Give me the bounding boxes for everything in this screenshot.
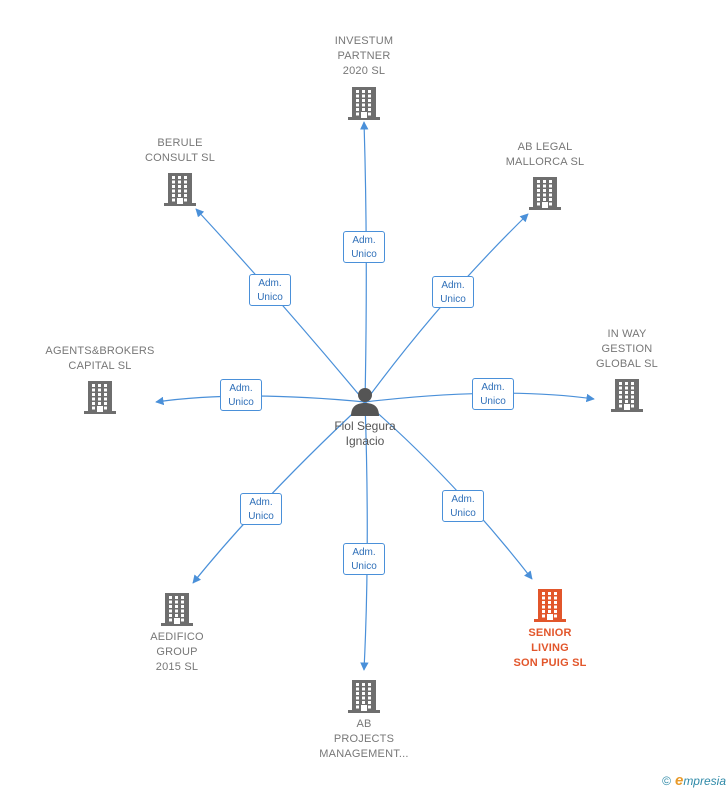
brand-name: mpresia <box>683 774 726 788</box>
company-node-investum[interactable]: INVESTUM PARTNER 2020 SL <box>289 34 439 120</box>
relation-label-abprojects: Adm. Unico <box>343 543 385 575</box>
building-icon <box>534 589 566 622</box>
company-name: AB PROJECTS MANAGEMENT... <box>319 718 409 760</box>
copyright-symbol: © <box>662 774 671 788</box>
building-icon <box>529 177 561 210</box>
company-node-senior[interactable]: SENIOR LIVING SON PUIG SL <box>475 588 625 671</box>
person-icon <box>351 388 379 416</box>
company-name: INVESTUM PARTNER 2020 SL <box>334 35 394 77</box>
relation-label-senior: Adm. Unico <box>442 490 484 522</box>
building-icon <box>611 379 643 412</box>
edge-ablegal <box>364 213 529 403</box>
company-node-aedifico[interactable]: AEDIFICO GROUP 2015 SL <box>102 592 252 675</box>
company-name: BERULE CONSULT SL <box>144 137 216 164</box>
footer-brand: ©empresia <box>662 772 726 789</box>
relation-label-ablegal: Adm. Unico <box>432 276 474 308</box>
company-name: SENIOR LIVING SON PUIG SL <box>513 627 587 669</box>
company-node-agents[interactable]: AGENTS&BROKERS CAPITAL SL <box>25 344 175 414</box>
building-icon <box>84 381 116 414</box>
company-node-abprojects[interactable]: AB PROJECTS MANAGEMENT... <box>289 679 439 762</box>
company-name: AEDIFICO GROUP 2015 SL <box>150 631 204 673</box>
edge-abprojects <box>360 401 369 671</box>
relation-label-inway: Adm. Unico <box>472 378 514 410</box>
edge-senior <box>364 401 533 580</box>
company-node-ablegal[interactable]: AB LEGAL MALLORCA SL <box>470 140 620 210</box>
relation-label-aedifico: Adm. Unico <box>240 493 282 525</box>
relation-label-investum: Adm. Unico <box>343 231 385 263</box>
person-node[interactable]: Fiol Segura Ignacio <box>305 385 425 449</box>
building-icon <box>164 173 196 206</box>
building-icon <box>348 680 380 713</box>
building-icon <box>348 87 380 120</box>
relation-label-berule: Adm. Unico <box>249 274 291 306</box>
relation-label-agents: Adm. Unico <box>220 379 262 411</box>
company-name: AGENTS&BROKERS CAPITAL SL <box>45 345 155 372</box>
building-icon <box>161 593 193 626</box>
company-name: AB LEGAL MALLORCA SL <box>505 141 585 168</box>
brand-logo-e: e <box>674 772 684 789</box>
company-name: IN WAY GESTION GLOBAL SL <box>596 328 658 370</box>
company-node-berule[interactable]: BERULE CONSULT SL <box>105 136 255 206</box>
person-name: Fiol Segura Ignacio <box>334 419 396 448</box>
company-node-inway[interactable]: IN WAY GESTION GLOBAL SL <box>552 327 702 412</box>
